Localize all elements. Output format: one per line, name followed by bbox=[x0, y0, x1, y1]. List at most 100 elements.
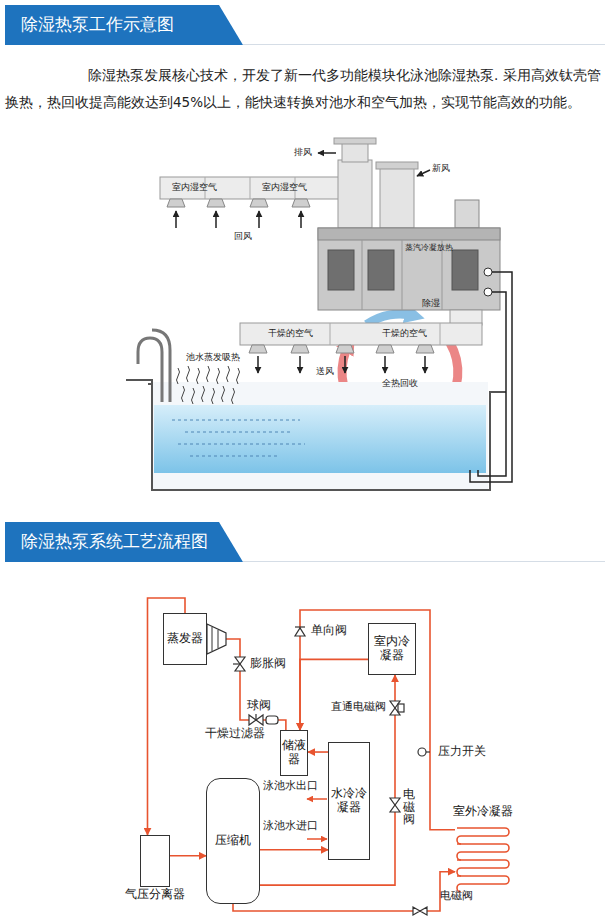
section-heading-text: 除湿热泵工作示意图 bbox=[21, 15, 174, 35]
component-name: 水冷冷凝器 bbox=[329, 787, 369, 815]
exhaust-and-fresh-air-ducts bbox=[380, 168, 414, 228]
refrigerant-pipe bbox=[300, 610, 455, 830]
supply-duct bbox=[440, 323, 441, 345]
exhaust-and-fresh-air-ducts bbox=[334, 138, 376, 144]
evaporator-box: 蒸发器 bbox=[163, 613, 207, 665]
valve-label: 膨胀阀 bbox=[250, 657, 286, 670]
evaporation bbox=[212, 388, 215, 404]
pool bbox=[126, 380, 506, 490]
pool bbox=[190, 456, 280, 457]
receiver-box: 储液器 bbox=[280, 730, 308, 776]
coil-tube bbox=[457, 868, 505, 876]
pool bbox=[185, 432, 290, 433]
water-port-label: 泳池水进口 bbox=[263, 820, 318, 833]
return-duct bbox=[250, 199, 268, 207]
outdoor-condenser-coil: 室外冷凝器 bbox=[455, 822, 511, 892]
exhaust-and-fresh-air-ducts bbox=[417, 170, 430, 176]
section-heading: 除湿热泵工作示意图 bbox=[5, 5, 243, 45]
heat-pump-unit bbox=[455, 200, 479, 228]
return-duct bbox=[292, 199, 310, 207]
heat-pump-unit bbox=[318, 228, 500, 310]
component-name: 室内冷凝器 bbox=[369, 635, 415, 663]
duct-label: 干燥的空气 bbox=[268, 328, 313, 338]
supply-duct bbox=[249, 345, 267, 353]
return-duct bbox=[300, 211, 302, 228]
water-condenser-box: 水冷冷凝器 bbox=[328, 742, 370, 860]
valve-symbols bbox=[418, 748, 426, 756]
supply-duct bbox=[376, 345, 394, 353]
exhaust-and-fresh-air-ducts bbox=[338, 160, 372, 228]
pool-water-pipes bbox=[307, 799, 327, 839]
water-pipes bbox=[478, 292, 506, 476]
section-heading-text: 除湿热泵系统工艺流程图 bbox=[21, 532, 208, 552]
evaporation bbox=[192, 388, 195, 404]
pool bbox=[126, 380, 506, 490]
supply-duct bbox=[240, 323, 482, 345]
water-port-label: 泳池水出口 bbox=[263, 780, 318, 793]
return-duct bbox=[176, 211, 301, 228]
supply-duct bbox=[240, 310, 482, 373]
return-duct bbox=[250, 177, 251, 199]
component-name: 室外冷凝器 bbox=[453, 805, 513, 818]
compressor-box: 压缩机 bbox=[206, 778, 260, 904]
coil-tube bbox=[457, 876, 509, 884]
header-rule bbox=[243, 44, 605, 45]
valve-symbols bbox=[426, 751, 430, 752]
valve-symbols bbox=[249, 715, 263, 725]
component-name: 蒸发器 bbox=[167, 632, 203, 646]
evaporator-fan bbox=[207, 624, 226, 654]
refrigerant-pipe bbox=[207, 639, 286, 730]
section-heading: 除湿热泵系统工艺流程图 bbox=[5, 522, 243, 562]
airflow-label: 排风 bbox=[294, 147, 312, 157]
ladder bbox=[138, 338, 162, 402]
coil-tube bbox=[457, 828, 509, 836]
evaporator-fan bbox=[207, 624, 226, 654]
refrigerant-pipe bbox=[170, 855, 206, 857]
evaporation bbox=[222, 386, 225, 402]
return-duct bbox=[160, 177, 340, 228]
airflow-label: 新风 bbox=[432, 163, 450, 173]
evaporation bbox=[227, 366, 230, 382]
supply-duct bbox=[257, 356, 259, 373]
return-duct bbox=[258, 211, 260, 228]
supply-duct bbox=[258, 356, 425, 373]
pool bbox=[172, 420, 300, 421]
pool bbox=[152, 382, 488, 490]
evaporator-fan bbox=[212, 627, 213, 651]
refrigerant-pipe bbox=[308, 751, 328, 753]
valve-symbols bbox=[390, 798, 400, 812]
heading-tab bbox=[5, 5, 243, 45]
return-duct bbox=[167, 199, 185, 207]
heat-pump-unit bbox=[318, 200, 500, 310]
evaporation bbox=[177, 366, 240, 404]
evaporation bbox=[177, 368, 180, 384]
coil-tube bbox=[457, 884, 505, 892]
component-name: 储液器 bbox=[281, 739, 307, 767]
valve-label: 电磁阀 bbox=[403, 788, 415, 826]
evaporation bbox=[202, 386, 205, 402]
valve-symbols bbox=[413, 907, 427, 915]
valve-symbols bbox=[233, 663, 240, 664]
pool bbox=[178, 444, 305, 445]
supply-duct bbox=[416, 345, 434, 353]
pool bbox=[154, 405, 486, 473]
heat-pump-unit bbox=[328, 250, 354, 290]
valve-symbols bbox=[266, 716, 278, 724]
ladder bbox=[138, 330, 170, 402]
process-label: 全热回收 bbox=[382, 378, 418, 388]
evaporation bbox=[187, 366, 190, 382]
supply-duct bbox=[299, 356, 301, 373]
heading-tab bbox=[5, 522, 243, 562]
header-rule bbox=[243, 561, 605, 562]
heat-pump-unit bbox=[318, 228, 500, 240]
heat-pump-unit bbox=[402, 240, 403, 310]
coil-tube bbox=[457, 860, 509, 868]
refrigerant-pipe bbox=[300, 659, 368, 730]
valve-symbols bbox=[295, 628, 305, 636]
coil-tube bbox=[457, 844, 509, 852]
valve-label: 直通电磁阀 bbox=[331, 701, 386, 714]
heat-pump-unit bbox=[442, 240, 443, 310]
